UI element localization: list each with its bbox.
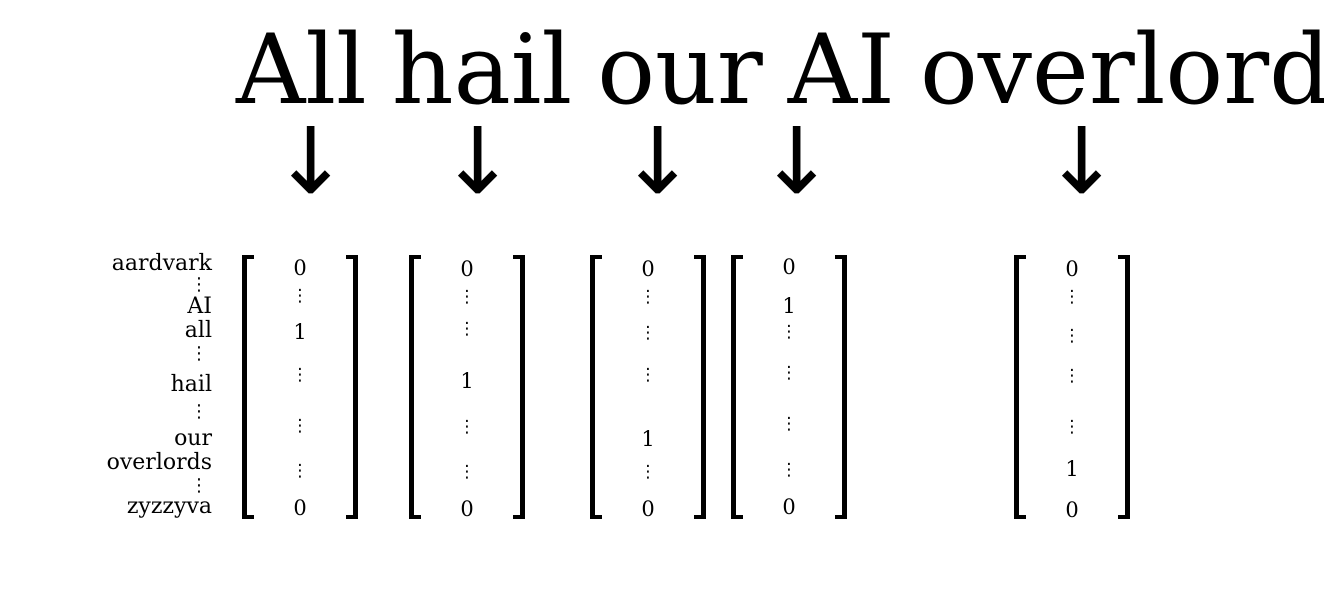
vocab-word: aardvark xyxy=(111,251,212,276)
vocab-ellipsis: ⋮ xyxy=(190,475,208,496)
vector-entry: ⋮ xyxy=(780,414,798,434)
vector-entry: ⋮ xyxy=(639,462,657,482)
vector-entry: 0 xyxy=(782,255,796,279)
vector-entry: 0 xyxy=(1065,498,1079,522)
vector-entry: 0 xyxy=(460,497,474,521)
right-bracket xyxy=(835,255,847,519)
sentence-word: AI xyxy=(787,14,895,126)
one-hot-vector-ai: 0 1 ⋮ ⋮ ⋮ ⋮ 0 xyxy=(731,255,847,519)
vector-entry: ⋮ xyxy=(1063,326,1081,346)
vector-entry: 0 xyxy=(641,497,655,521)
left-bracket xyxy=(409,255,421,519)
vocab-word: hail xyxy=(170,372,212,397)
vector-entry: ⋮ xyxy=(780,363,798,383)
vector-entry: 0 xyxy=(460,257,474,281)
vocabulary-list: aardvark ⋮ AI all ⋮ hail ⋮ our overlords… xyxy=(60,0,212,592)
one-hot-vector-all: 0 ⋮ 1 ⋮ ⋮ ⋮ 0 xyxy=(242,255,358,519)
vector-entry: ⋮ xyxy=(458,319,476,339)
vocab-ellipsis: ⋮ xyxy=(190,274,208,295)
left-bracket xyxy=(590,255,602,519)
vector-entry: ⋮ xyxy=(639,365,657,385)
vocab-word: all xyxy=(184,318,212,343)
sentence-word: All xyxy=(236,14,367,126)
one-hot-vector-overlords: 0 ⋮ ⋮ ⋮ ⋮ 1 0 xyxy=(1014,255,1130,522)
vector-entry: ⋮ xyxy=(1063,287,1081,307)
vector-entry: ⋮ xyxy=(639,287,657,307)
vector-entry: ⋮ xyxy=(458,287,476,307)
vocab-word: overlords xyxy=(106,450,212,475)
vector-entry: ⋮ xyxy=(1063,417,1081,437)
sentence-word: hail xyxy=(391,14,573,126)
vector-entry: 0 xyxy=(641,257,655,281)
sentence-word: our xyxy=(597,14,763,126)
vector-entry: 0 xyxy=(293,256,307,280)
vector-entry: ⋮ xyxy=(291,461,309,481)
vector-entry: 1 xyxy=(1065,457,1079,481)
vocab-word: our xyxy=(174,426,212,451)
vector-entry: ⋮ xyxy=(458,462,476,482)
vector-entry: ⋮ xyxy=(639,323,657,343)
vocab-word: zyzzyva xyxy=(126,494,212,519)
down-arrow-icon: ↓ xyxy=(758,108,836,215)
vocab-ellipsis: ⋮ xyxy=(190,343,208,364)
vector-entry: ⋮ xyxy=(291,365,309,385)
sentence-title: All hail our AI overlords xyxy=(236,18,1324,118)
right-bracket xyxy=(513,255,525,519)
vector-entry: 1 xyxy=(782,294,796,318)
vector-entry: ⋮ xyxy=(1063,366,1081,386)
down-arrow-icon: ↓ xyxy=(1043,108,1121,215)
sentence-word: overlords xyxy=(919,14,1324,126)
vector-entry: 1 xyxy=(641,427,655,451)
vocab-word: AI xyxy=(187,294,212,319)
vector-entry: ⋮ xyxy=(458,417,476,437)
vector-entry: ⋮ xyxy=(780,460,798,480)
down-arrow-icon: ↓ xyxy=(619,108,697,215)
vector-entry: 0 xyxy=(1065,257,1079,281)
right-bracket xyxy=(346,255,358,519)
right-bracket xyxy=(1118,255,1130,519)
left-bracket xyxy=(731,255,743,519)
vector-entry: ⋮ xyxy=(291,416,309,436)
vector-entry: 0 xyxy=(293,496,307,520)
one-hot-vector-hail: 0 ⋮ ⋮ 1 ⋮ ⋮ 0 xyxy=(409,255,525,521)
vocab-ellipsis: ⋮ xyxy=(190,401,208,422)
right-bracket xyxy=(694,255,706,519)
one-hot-vector-our: 0 ⋮ ⋮ ⋮ 1 ⋮ 0 xyxy=(590,255,706,521)
vector-entry: ⋮ xyxy=(291,286,309,306)
vector-entry: ⋮ xyxy=(780,322,798,342)
down-arrow-icon: ↓ xyxy=(439,108,517,215)
down-arrow-icon: ↓ xyxy=(272,108,350,215)
vector-entry: 0 xyxy=(782,495,796,519)
vector-entry: 1 xyxy=(460,369,474,393)
vector-entry: 1 xyxy=(293,320,307,344)
left-bracket xyxy=(242,255,254,519)
left-bracket xyxy=(1014,255,1026,519)
